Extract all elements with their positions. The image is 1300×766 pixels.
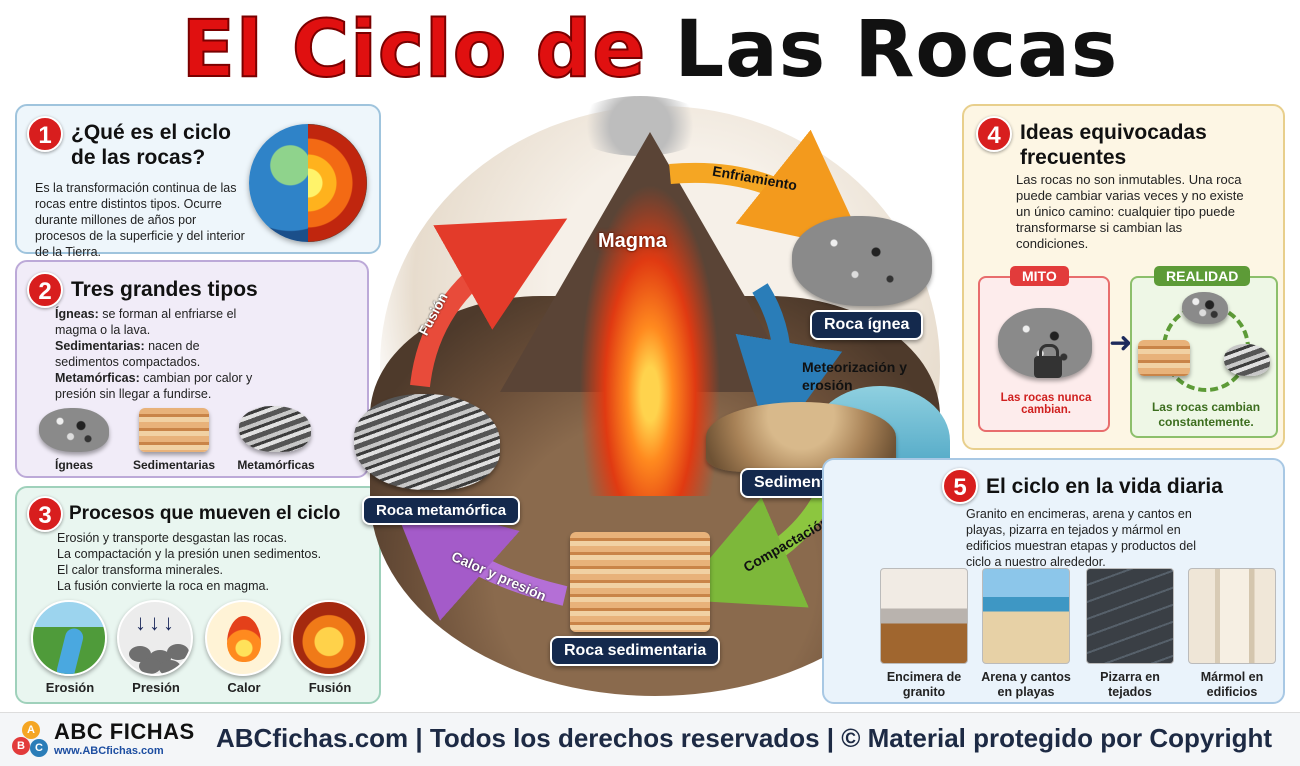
- section-number-2: 2: [27, 272, 63, 308]
- lava-flow: [570, 156, 730, 496]
- granite-countertop-photo: [880, 568, 968, 664]
- arrow-compaction: [674, 489, 835, 608]
- section-3-text: Erosión y transporte desgastan las rocas…: [57, 530, 367, 594]
- label-marble: Mármol en edificios: [1200, 670, 1264, 699]
- section-misconceptions: 4 Ideas equivocadas frecuentes Las rocas…: [962, 104, 1285, 450]
- igneous-rock-icon: [39, 408, 109, 452]
- earth-globe-icon: [249, 124, 367, 242]
- sedimentary-rock-icon: [139, 408, 209, 452]
- section-rock-types: 2 Tres grandes tipos Ígneas: se forman a…: [15, 260, 369, 478]
- sedimentary-rock-illustration: [570, 532, 710, 632]
- heat-flame-icon: [205, 600, 281, 676]
- lock-icon: [1034, 344, 1062, 378]
- title-part-2: Las Rocas: [674, 5, 1119, 95]
- melting-lava-icon: [291, 600, 367, 676]
- label-heat: Calor: [227, 680, 261, 695]
- section-1-title: ¿Qué es el ciclo de las rocas?: [71, 121, 231, 169]
- logo-name: ABC FICHAS: [54, 719, 195, 744]
- section-2-title: Tres grandes tipos: [71, 278, 258, 301]
- section-number-5: 5: [942, 468, 978, 504]
- rock-type-definitions: Ígneas: se forman al enfriarse el magma …: [55, 306, 265, 402]
- cycle-arrows: [390, 129, 867, 621]
- label-roca-ignea: Roca ígnea: [810, 310, 924, 340]
- section-number-1: 1: [27, 116, 63, 152]
- section-3-title: Procesos que mueven el ciclo: [69, 503, 341, 524]
- reality-sedimentary-icon: [1138, 340, 1190, 376]
- section-number-4: 4: [976, 116, 1012, 152]
- arrow-right-icon: ➜: [1109, 327, 1133, 358]
- label-pressure: Presión: [132, 680, 180, 695]
- footer: A B C ABC FICHAS www.ABCfichas.com ABCfi…: [0, 712, 1300, 766]
- igneous-rock-illustration: [792, 216, 932, 306]
- label-sedimentary: Sedimentarias: [132, 458, 216, 472]
- label-roca-sedimentaria: Roca sedimentaria: [550, 636, 721, 666]
- section-5-text: Granito en encimeras, arena y cantos en …: [966, 507, 1196, 569]
- label-magma: Magma: [598, 230, 667, 252]
- reality-box: REALIDAD Las rocas cambian constantement…: [1130, 266, 1278, 438]
- label-slate: Pizarra en tejados: [1100, 670, 1160, 699]
- myth-box: MITO Las rocas nunca cambian.: [978, 266, 1110, 432]
- copyright-text: ABCfichas.com | Todos los derechos reser…: [216, 723, 1273, 753]
- section-daily-life: 5 El ciclo en la vida diaria Granito en …: [822, 458, 1285, 704]
- section-what-is: 1 ¿Qué es el ciclo de las rocas? Es la t…: [15, 104, 381, 259]
- reality-badge: REALIDAD: [1154, 266, 1251, 286]
- reality-text: Las rocas cambian constantemente.: [1151, 400, 1261, 429]
- metamorphic-rock-icon: [239, 406, 311, 452]
- page-title: El Ciclo de Las Rocas: [0, 2, 1300, 98]
- label-meteorizacion: Meteorización y erosión: [802, 359, 908, 393]
- section-number-3: 3: [27, 496, 63, 532]
- process-line-2: La compactación y la presión unen sedime…: [57, 547, 322, 561]
- arrow-cooling: [669, 129, 867, 252]
- abc-logo-icon: A B C: [12, 721, 50, 759]
- slate-roof-photo: [1086, 568, 1174, 664]
- process-line-1: Erosión y transporte desgastan las rocas…: [57, 531, 287, 545]
- type-metamorphic: Metamórficas: cambian por calor y presió…: [55, 371, 253, 401]
- type-igneous: Ígneas: se forman al enfriarse el magma …: [55, 307, 237, 337]
- label-granite: Encimera de granito: [886, 670, 962, 699]
- reality-metamorphic-icon: [1224, 344, 1270, 376]
- label-erosion: Erosión: [45, 680, 95, 695]
- myth-text: Las rocas nunca cambian.: [1000, 392, 1092, 416]
- section-5-title: El ciclo en la vida diaria: [986, 475, 1223, 498]
- arrow-heat-pressure: [390, 496, 568, 621]
- process-line-3: El calor transforma minerales.: [57, 563, 224, 577]
- marble-column-photo: [1188, 568, 1276, 664]
- reality-igneous-icon: [1182, 292, 1228, 324]
- section-4-title: Ideas equivocadas frecuentes: [1020, 121, 1207, 169]
- arrow-fusion: [410, 218, 568, 388]
- section-processes: 3 Procesos que mueven el ciclo Erosión y…: [15, 486, 381, 704]
- title-part-1: El Ciclo de: [181, 4, 647, 96]
- pressure-icon: ↓↓↓: [117, 600, 193, 676]
- label-sand: Arena y cantos en playas: [981, 670, 1071, 699]
- metamorphic-rock-illustration: [354, 394, 500, 490]
- beach-pebbles-photo: [982, 568, 1070, 664]
- section-1-text: Es la transformación continua de las roc…: [35, 181, 245, 259]
- label-melting: Fusión: [308, 680, 352, 695]
- myth-badge: MITO: [1010, 266, 1069, 286]
- label-metamorphic: Metamórficas: [237, 458, 315, 472]
- label-roca-metamorfica: Roca metamórfica: [362, 496, 521, 525]
- label-igneous: Ígneas: [54, 458, 93, 472]
- logo-url[interactable]: www.ABCfichas.com: [54, 745, 164, 757]
- process-line-4: La fusión convierte la roca en magma.: [57, 579, 269, 593]
- erosion-icon: [31, 600, 107, 676]
- arrow-weathering: [735, 283, 843, 450]
- section-4-text: Las rocas no son inmutables. Una roca pu…: [1016, 172, 1244, 251]
- type-sedimentary: Sedimentarias: nacen de sedimentos compa…: [55, 339, 201, 369]
